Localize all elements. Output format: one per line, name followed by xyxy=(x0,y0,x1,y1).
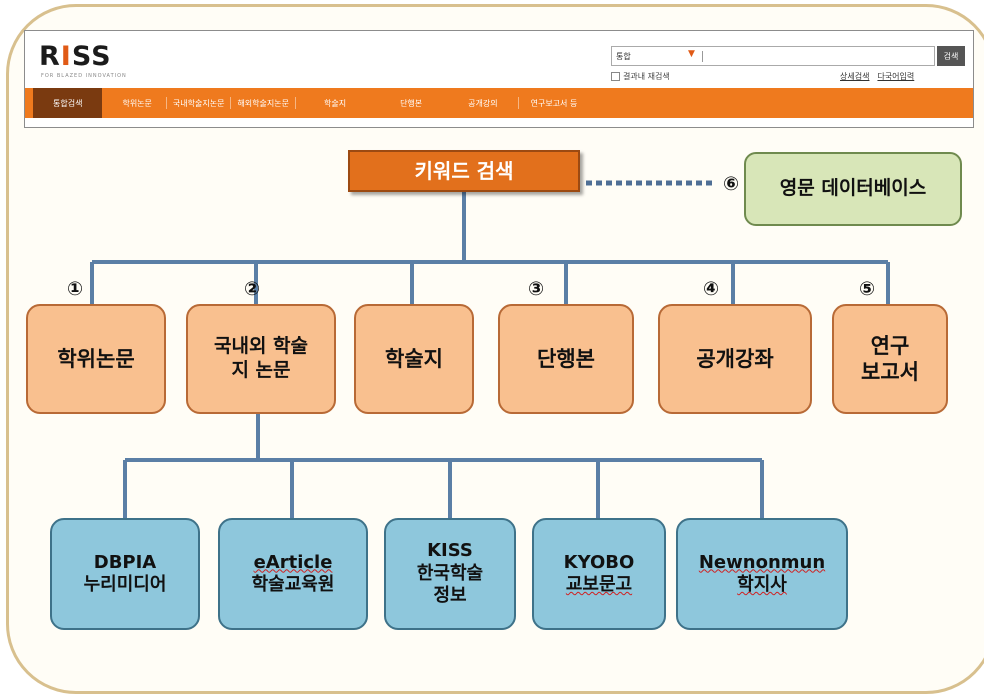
refine-label: 결과내 재검색 xyxy=(623,72,670,81)
advanced-search-link[interactable]: 상세검색 xyxy=(840,72,870,81)
nav-tab-books[interactable]: 단행본 xyxy=(400,98,423,108)
nav-divider xyxy=(517,97,519,109)
db-dbpia: DBPIA 누리미디어 xyxy=(50,518,200,630)
keyword-search-node: 키워드 검색 xyxy=(348,150,580,192)
nav-divider xyxy=(230,97,232,109)
connector-lines xyxy=(90,180,890,520)
category-open-lectures: 공개강좌 xyxy=(658,304,812,414)
refine-checkbox[interactable]: 결과내 재검색 xyxy=(611,71,670,82)
nav-tab-theses[interactable]: 학위논문 xyxy=(122,98,152,108)
search-links: 상세검색 다국어입력 xyxy=(840,71,914,82)
db-kyobo-provider: 교보문고 xyxy=(565,574,633,595)
db-dbpia-provider: 누리미디어 xyxy=(83,574,167,595)
riss-tagline: FOR BLAZED INNOVATION xyxy=(41,73,127,79)
number-2: ② xyxy=(243,278,261,300)
dropdown-arrow-icon[interactable]: ▼ xyxy=(688,49,695,59)
search-input[interactable]: 통합 ▼ xyxy=(611,46,935,66)
db-newnonmun: Newnonmun 학지사 xyxy=(676,518,848,630)
db-earticle-provider: 학술교육원 xyxy=(251,574,335,595)
db-kiss-name: KISS xyxy=(427,540,473,562)
number-4: ④ xyxy=(702,278,720,300)
nav-tab-open-lectures[interactable]: 공개강의 xyxy=(468,98,498,108)
multilang-input-link[interactable]: 다국어입력 xyxy=(877,72,915,81)
category-research-reports: 연구 보고서 xyxy=(832,304,948,414)
search-button[interactable]: 검색 xyxy=(937,46,965,66)
category-journal-articles: 국내외 학술 지 논문 xyxy=(186,304,336,414)
english-database-node: 영문 데이터베이스 xyxy=(744,152,962,226)
nav-bar: 통합검색 학위논문 국내학술지논문 해외학술지논문 학술지 단행본 공개강의 연… xyxy=(25,88,973,118)
db-earticle-name: eArticle xyxy=(253,551,333,573)
riss-logo[interactable]: RISS xyxy=(39,41,112,72)
number-5: ⑤ xyxy=(858,278,876,300)
nav-tab-foreign-journal-articles[interactable]: 해외학술지논문 xyxy=(237,98,289,108)
db-kyobo-name: KYOBO xyxy=(563,551,635,573)
nav-tab-domestic-journal-articles[interactable]: 국내학술지논문 xyxy=(172,98,225,108)
db-earticle: eArticle 학술교육원 xyxy=(218,518,368,630)
checkbox-icon[interactable] xyxy=(611,72,620,81)
db-dbpia-name: DBPIA xyxy=(93,551,157,573)
number-3: ③ xyxy=(527,278,545,300)
nav-tab-journals[interactable]: 학술지 xyxy=(323,98,347,108)
category-journals: 학술지 xyxy=(354,304,474,414)
db-kyobo: KYOBO 교보문고 xyxy=(532,518,666,630)
category-theses: 학위논문 xyxy=(26,304,166,414)
db-newnonmun-provider: 학지사 xyxy=(737,574,787,595)
number-1: ① xyxy=(66,278,84,300)
text-cursor xyxy=(702,51,703,62)
db-kiss-provider: 한국학술 정보 xyxy=(416,562,484,607)
db-newnonmun-name: Newnonmun xyxy=(698,551,826,573)
db-kiss: KISS 한국학술 정보 xyxy=(384,518,516,630)
nav-tab-research-reports[interactable]: 연구보고서 등 xyxy=(530,98,578,108)
nav-divider xyxy=(294,97,296,109)
search-scope-select[interactable]: 통합 xyxy=(616,52,631,61)
category-books: 단행본 xyxy=(498,304,634,414)
number-6: ⑥ xyxy=(722,173,740,195)
nav-tab-integrated[interactable]: 통합검색 xyxy=(33,88,103,118)
riss-header: RISS FOR BLAZED INNOVATION 통합 ▼ 검색 결과내 재… xyxy=(24,30,974,128)
nav-divider xyxy=(165,97,167,109)
